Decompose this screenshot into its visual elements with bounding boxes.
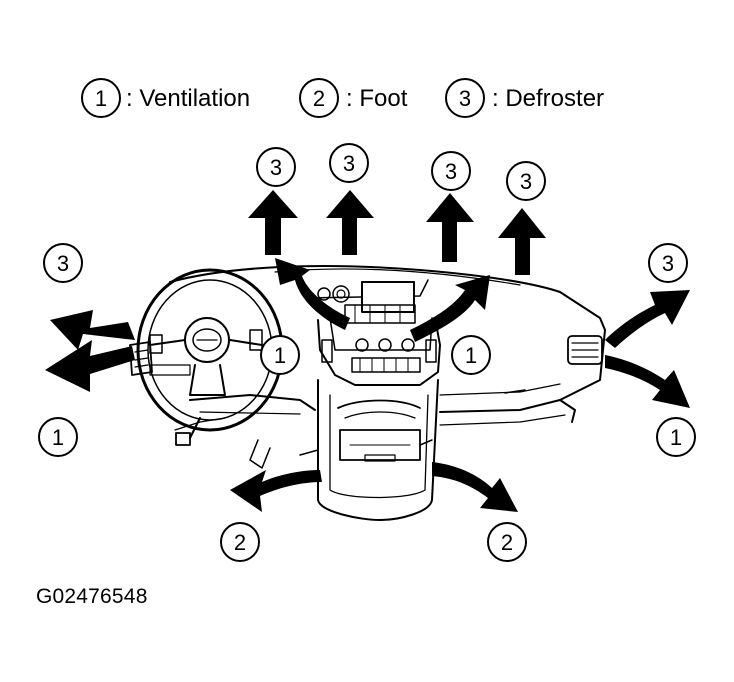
legend-label: : Foot [346,85,408,112]
svg-text:3: 3 [270,155,282,180]
legend-number: 3 [459,86,471,111]
defrost-arrow [426,193,474,262]
legend-label: : Ventilation [126,85,250,112]
callout-defrost-left-side: 3 [43,243,83,283]
callout-vent-right-center: 1 [451,335,491,375]
legend-item-defroster: 3 : Defroster [445,78,604,118]
callout-vent-left-center: 1 [260,335,300,375]
defrost-arrow [275,258,350,330]
svg-text:3: 3 [57,251,69,276]
legend: 1 : Ventilation 2 : Foot 3 : Defroster [81,78,604,118]
defrost-arrow [605,290,690,348]
svg-text:3: 3 [520,169,532,194]
defrost-arrow [248,190,298,255]
airflow-arrows [45,190,690,512]
svg-text:1: 1 [274,343,286,368]
svg-text:3: 3 [662,251,674,276]
vent-arrow [605,355,690,408]
callout-vent-right-side: 1 [656,417,696,457]
dashboard-illustration [129,265,606,521]
callouts: 3 3 3 3 3 3 1 1 [38,143,696,562]
svg-text:1: 1 [670,425,682,450]
svg-text:2: 2 [234,530,246,555]
svg-text:1: 1 [465,343,477,368]
defrost-arrow [410,275,490,342]
svg-text:3: 3 [445,159,457,184]
legend-number: 1 [95,86,107,111]
callout-defrost-center-right: 3 [506,161,546,201]
svg-text:2: 2 [501,530,513,555]
vent-arrow [45,340,135,392]
callout-defrost-center: 3 [431,151,471,191]
callout-defrost-center-left: 3 [329,143,369,183]
defrost-arrow [498,208,546,275]
legend-item-foot: 2 : Foot [299,78,408,118]
legend-label: : Defroster [492,85,604,112]
figure-id: G02476548 [36,585,148,608]
legend-number: 2 [313,86,325,111]
callout-foot-left: 2 [220,522,260,562]
defrost-arrow [326,190,374,255]
callout-foot-right: 2 [487,522,527,562]
foot-arrow [432,462,518,512]
foot-arrow [230,470,322,512]
callout-defrost-left: 3 [256,147,296,187]
svg-text:3: 3 [343,151,355,176]
defrost-arrow [50,310,135,350]
callout-defrost-right-side: 3 [648,243,688,283]
callout-vent-left-side: 1 [38,417,78,457]
legend-item-ventilation: 1 : Ventilation [81,78,250,118]
svg-text:1: 1 [52,425,64,450]
